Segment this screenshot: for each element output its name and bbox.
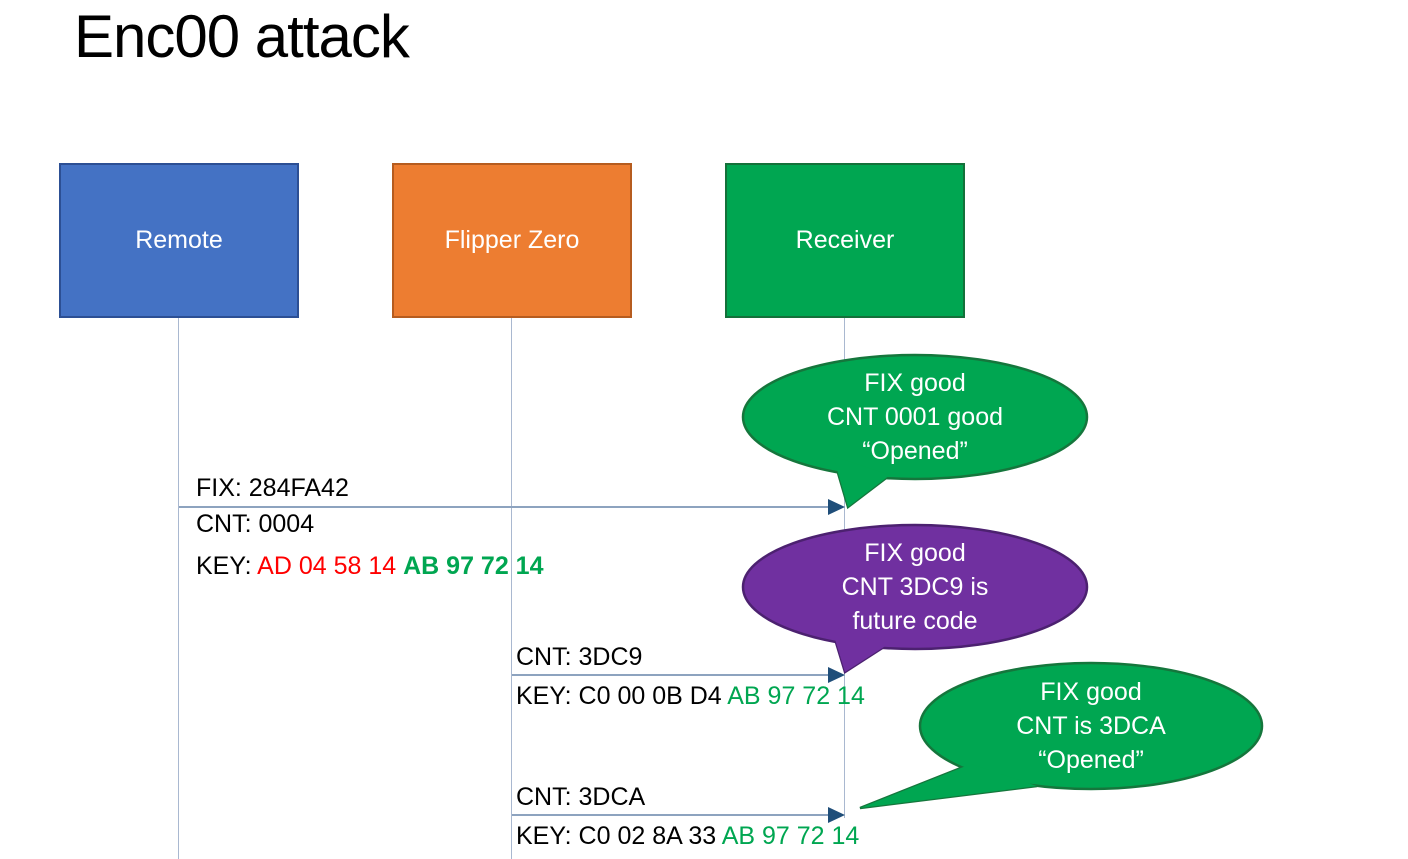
message1-key-green-bytes: AB 97 72 14 (403, 552, 544, 580)
callout-1-line2: CNT 0001 good (826, 403, 1004, 431)
message3-key-prefix: KEY: C0 02 8A 33 (516, 822, 722, 850)
message1-key-red-bytes: AD 04 58 14 (257, 552, 404, 580)
message1-cnt-label: CNT: 0004 (196, 510, 315, 538)
callout-3-text: FIX good CNT is 3DCA “Opened” (941, 675, 1241, 777)
actor-box-remote: Remote (59, 163, 299, 318)
slide-title: Enc00 attack (74, 3, 410, 70)
actor-box-flipper-zero: Flipper Zero (392, 163, 632, 318)
callout-opened-1: FIX good CNT 0001 good “Opened” (735, 350, 1095, 515)
message3-key-label: KEY: C0 02 8A 33 AB 97 72 14 (516, 822, 859, 851)
callout-2-line2: CNT 3DC9 is (841, 573, 989, 601)
message3-arrow-head (828, 807, 845, 823)
message1-key-label: KEY: AD 04 58 14 AB 97 72 14 (196, 552, 543, 581)
callout-2-line3: future code (852, 607, 978, 635)
message3-arrow-line (512, 814, 829, 816)
actor-label-flipper-zero: Flipper Zero (444, 226, 580, 254)
callout-1-line1: FIX good (864, 369, 966, 397)
lifeline-flipper-zero (511, 318, 512, 859)
message3-key-green-bytes: AB 97 72 14 (721, 822, 860, 850)
message2-key-label: KEY: C0 00 0B D4 AB 97 72 14 (516, 682, 865, 711)
message2-key-prefix: KEY: C0 00 0B D4 (516, 682, 728, 710)
callout-opened-2: FIX good CNT is 3DCA “Opened” (845, 656, 1265, 826)
message2-cnt-label: CNT: 3DC9 (516, 643, 643, 671)
callout-3-line3: “Opened” (1038, 746, 1144, 774)
callout-future-code: FIX good CNT 3DC9 is future code (735, 520, 1095, 680)
speech-bubble-shape-green-1 (741, 353, 1089, 510)
message2-arrow-line (512, 674, 829, 676)
callout-3-line1: FIX good (1040, 678, 1142, 706)
callout-3-line2: CNT is 3DCA (1016, 712, 1166, 740)
callout-2-line1: FIX good (864, 539, 966, 567)
speech-bubble-shape-green-2 (859, 661, 1264, 810)
message2-arrow-head (828, 667, 845, 683)
message1-arrow-line (179, 506, 829, 508)
message1-fix-label: FIX: 284FA42 (196, 474, 349, 502)
actor-label-remote: Remote (135, 226, 223, 254)
lifeline-remote (178, 318, 179, 859)
message3-cnt-label: CNT: 3DCA (516, 783, 646, 811)
callout-1-text: FIX good CNT 0001 good “Opened” (765, 366, 1065, 468)
actor-label-receiver: Receiver (795, 226, 895, 254)
message2-key-green-bytes: AB 97 72 14 (727, 682, 865, 710)
message1-key-prefix: KEY: (196, 552, 258, 580)
actor-box-receiver: Receiver (725, 163, 965, 318)
message1-arrow-head (828, 499, 845, 515)
callout-2-text: FIX good CNT 3DC9 is future code (765, 536, 1065, 638)
callout-1-line3: “Opened” (862, 437, 968, 465)
speech-bubble-shape-purple (741, 523, 1089, 674)
